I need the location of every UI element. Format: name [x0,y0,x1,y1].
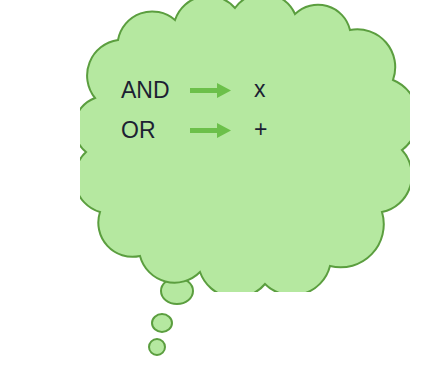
thought-bubble [152,314,172,332]
cloud-text: + [254,118,267,141]
cloud-text: OR [121,119,156,142]
thought-cloud: AND xOR + [80,0,410,292]
arrow-symbol [190,83,231,98]
cloud-shape [80,0,410,292]
cloud-outline [80,0,410,292]
cloud-text: AND [121,79,170,102]
arrow-symbol [190,123,231,138]
cloud-text: x [254,78,266,101]
thought-bubble [149,339,165,355]
